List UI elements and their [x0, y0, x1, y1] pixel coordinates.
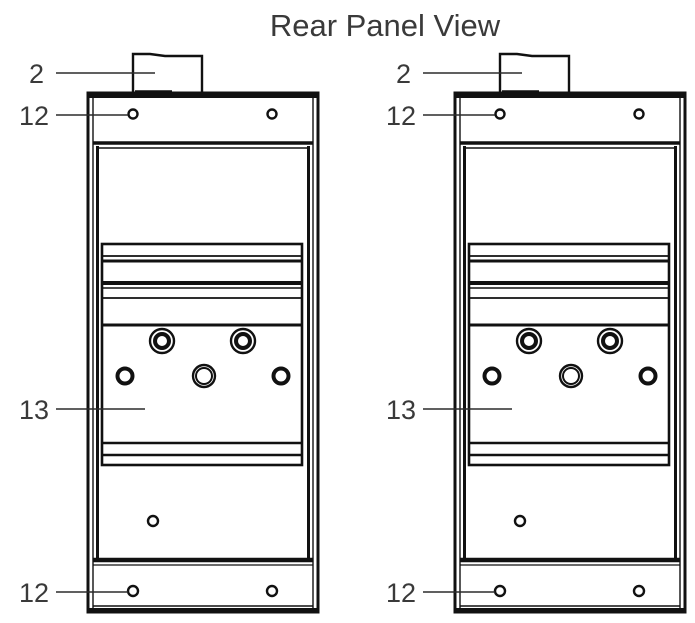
callout-label: 13	[386, 395, 416, 425]
callout-label: 2	[396, 59, 411, 89]
rear-panel-right: 2 12 13 12	[386, 54, 685, 612]
callout-label: 12	[386, 101, 416, 131]
diagram-title: Rear Panel View	[270, 8, 501, 43]
rear-panel-left: 2 12 13 12	[19, 54, 318, 612]
callout-label: 13	[19, 395, 49, 425]
callout-label: 2	[29, 59, 44, 89]
callout-label: 12	[19, 101, 49, 131]
callout-label: 12	[19, 578, 49, 608]
callout-label: 12	[386, 578, 416, 608]
